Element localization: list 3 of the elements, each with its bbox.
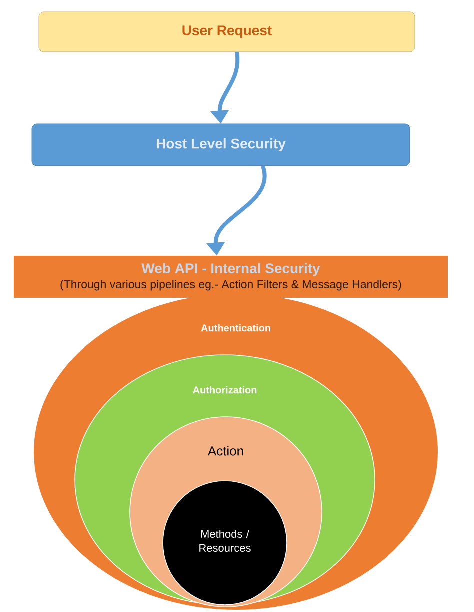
layer-band: Web API - Internal Security (Through various pipelines eg.- Action Filters & Message Handlers): [14, 256, 448, 298]
request-box: User Request: [38, 12, 416, 52]
process-box: Host Level Security: [32, 124, 410, 166]
